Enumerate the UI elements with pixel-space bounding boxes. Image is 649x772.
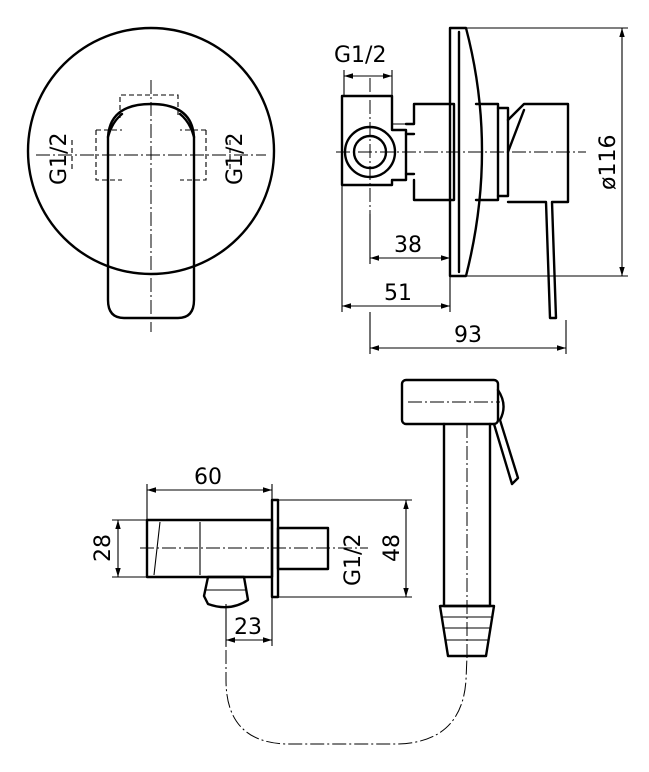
hose-connector-ribs [441, 616, 493, 641]
front-thread-left-label: G1/2 [47, 133, 72, 185]
hidden-inlet-ports [71, 140, 231, 170]
dim51-label: 51 [384, 281, 412, 306]
dim93-label: 93 [454, 323, 482, 348]
dim60-label: 60 [194, 465, 222, 490]
hose-connector [438, 604, 496, 658]
dim28-label: 28 [91, 534, 116, 562]
dim23-label: 23 [234, 615, 262, 640]
body-flange [404, 132, 416, 176]
lever-profile [506, 102, 570, 320]
holder-view: 60 28 G1/2 48 23 [91, 465, 412, 646]
hidden-body [119, 94, 179, 118]
dim48-label: 48 [380, 534, 405, 562]
hidden-inlet-left [95, 129, 122, 181]
lever-inner-right [178, 112, 196, 139]
hose-path [225, 606, 468, 745]
front-thread-right-label: G1/2 [223, 133, 248, 185]
inlet-block [340, 94, 408, 187]
spray-trigger [492, 388, 520, 486]
front-view: G1/2 G1/2 [26, 26, 276, 332]
side-view: G1/2 ø116 38 51 93 [334, 26, 628, 354]
holder-thread-label: G1/2 [341, 534, 366, 586]
hidden-inlet-right [180, 129, 207, 181]
diameter-label: ø116 [596, 135, 621, 190]
hose-nut [202, 575, 250, 609]
lever-profile-diag [506, 108, 526, 154]
thread-top-label: G1/2 [334, 43, 386, 68]
dim38-label: 38 [394, 233, 422, 258]
wall-plate [448, 26, 484, 278]
hand-shower [225, 378, 520, 745]
